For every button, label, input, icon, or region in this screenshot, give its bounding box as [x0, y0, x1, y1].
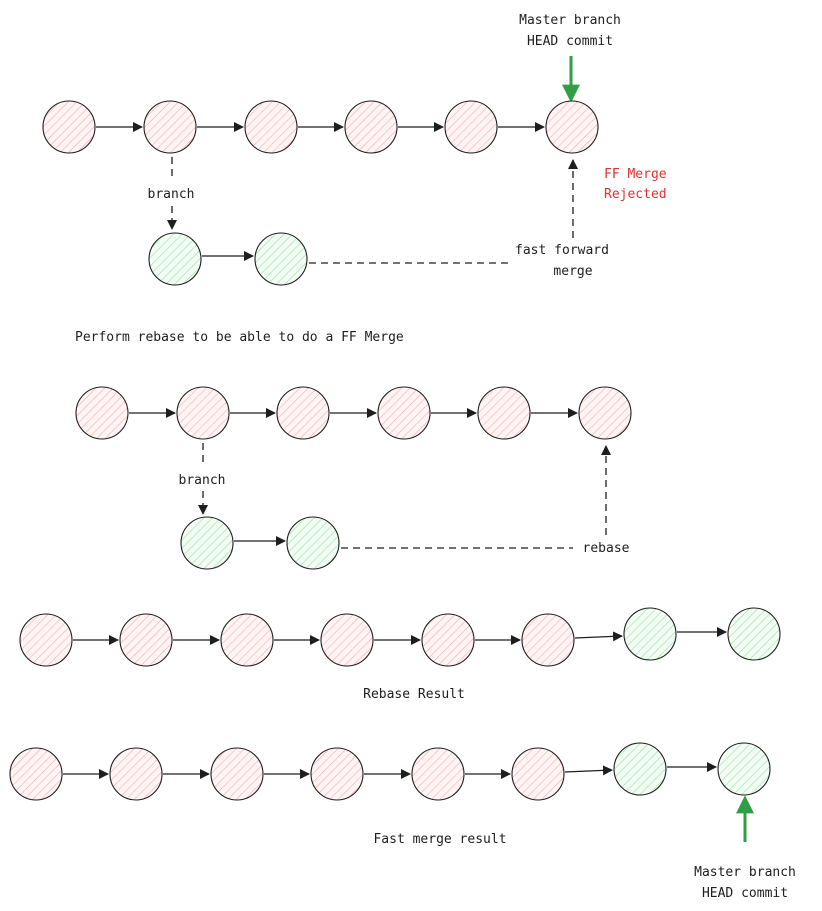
master-commit: [310, 747, 364, 801]
master-commit: [119, 613, 173, 667]
master-commit: [411, 747, 465, 801]
master-commit: [444, 100, 498, 154]
ff-merge-label-line2: merge: [553, 264, 592, 279]
master-commit: [421, 613, 475, 667]
fast-forward-merge-attempt: fast forward merge FF Merge Rejected: [309, 159, 667, 279]
branch-label: branch: [148, 187, 195, 202]
section-fast-merge-result: Fast merge result Master branch HEAD com…: [9, 742, 796, 901]
perform-rebase-caption: Perform rebase to be able to do a FF Mer…: [75, 330, 404, 345]
master-head-pointer-bottom: Master branch HEAD commit: [694, 795, 796, 901]
branch-label: branch: [179, 473, 226, 488]
master-commit: [276, 386, 330, 440]
head-top-label-line2: HEAD commit: [527, 34, 613, 49]
master-head-commit: [717, 742, 771, 796]
master-commit: [143, 100, 197, 154]
rebased-feature-commit: [623, 607, 677, 661]
master-commit: [109, 747, 163, 801]
commit-edge: [574, 631, 623, 642]
branch-off-2: branch: [179, 443, 226, 515]
master-head-commit: [578, 386, 632, 440]
master-commit: [75, 386, 129, 440]
ff-rejected-label-line1: FF Merge: [604, 167, 667, 182]
feature-commit: [148, 232, 202, 286]
master-commit: [42, 100, 96, 154]
master-commit: [244, 100, 298, 154]
feature-chain-1: [148, 232, 308, 286]
master-commit: [176, 386, 230, 440]
rebased-feature-commit: [727, 607, 781, 661]
rebase-result-caption: Rebase Result: [363, 687, 465, 702]
feature-commit: [254, 232, 308, 286]
master-commit: [511, 747, 565, 801]
master-chain-1: [42, 100, 599, 154]
commit-edge: [564, 765, 613, 776]
section-rebase: branch rebase: [75, 386, 632, 570]
master-commit: [220, 613, 274, 667]
ff-rejected-label-line2: Rejected: [604, 187, 667, 202]
master-commit: [19, 613, 73, 667]
rebase-action: rebase: [341, 445, 630, 556]
master-chain-2: [75, 386, 632, 440]
rebase-label: rebase: [583, 541, 630, 556]
master-head-commit: [545, 100, 599, 154]
head-bottom-label-line2: HEAD commit: [702, 886, 788, 901]
section-ff-merge-rejected: Master branch HEAD commit branch: [42, 13, 667, 286]
master-commit: [377, 386, 431, 440]
section-rebase-result: Rebase Result: [19, 607, 781, 702]
branch-off-1: branch: [148, 157, 195, 230]
master-commit: [477, 386, 531, 440]
master-commit: [521, 613, 575, 667]
master-head-pointer-top: Master branch HEAD commit: [519, 13, 621, 103]
master-commit: [210, 747, 264, 801]
master-commit: [320, 613, 374, 667]
head-top-label-line1: Master branch: [519, 13, 621, 28]
master-commit: [9, 747, 63, 801]
master-commit: [344, 100, 398, 154]
head-bottom-label-line1: Master branch: [694, 865, 796, 880]
feature-commit: [286, 516, 340, 570]
feature-commit: [180, 516, 234, 570]
ff-merge-label-line1: fast forward: [515, 243, 609, 258]
merged-feature-commit: [613, 742, 667, 796]
feature-chain-2: [180, 516, 340, 570]
fast-merge-result-caption: Fast merge result: [373, 832, 506, 847]
